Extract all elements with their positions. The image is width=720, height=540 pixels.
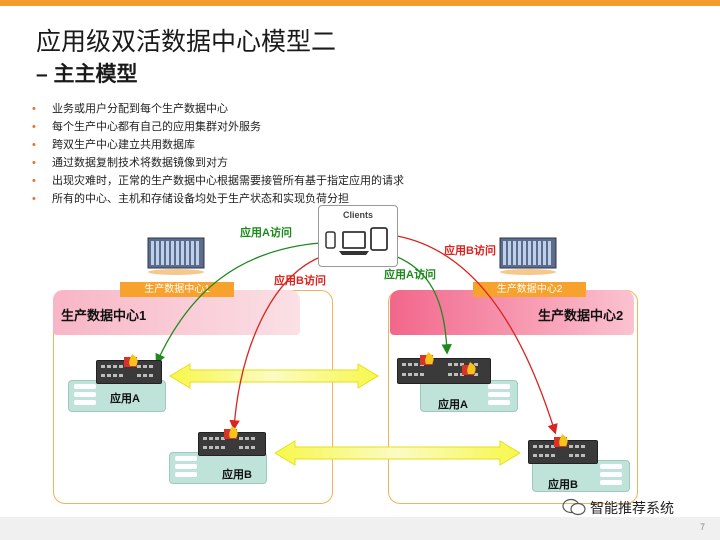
datacenter-1-title: 生产数据中心1 — [61, 308, 147, 323]
bullet-item: 业务或用户分配到每个生产数据中心 — [30, 100, 404, 118]
firewall-icon — [224, 426, 238, 439]
server-slot — [175, 464, 197, 469]
server-slot — [488, 400, 510, 405]
server-slot — [488, 392, 510, 397]
firewall-icon — [554, 434, 568, 447]
client-devices-icon — [325, 227, 388, 255]
bullet-list: 业务或用户分配到每个生产数据中心 每个生产中心都有自己的应用集群对外服务 跨双生… — [30, 100, 404, 208]
server-slot — [175, 456, 197, 461]
bullet-item: 每个生产中心都有自己的应用集群对外服务 — [30, 118, 404, 136]
access-arrow-b-left — [229, 257, 319, 431]
top-accent-bar — [0, 0, 720, 6]
footer-bar — [0, 517, 720, 540]
access-label-a-left: 应用A访问 — [240, 227, 292, 239]
page-subtitle: – 主主模型 — [36, 63, 138, 86]
bullet-item: 所有的中心、主机和存储设备均处于生产状态和实现负荷分担 — [30, 190, 404, 208]
server-slot — [600, 464, 622, 469]
dc2-app-b-label: 应用B — [548, 479, 578, 491]
datacenter-1-tag-label: 生产数据中心1 — [144, 284, 210, 295]
access-arrow-a-left — [155, 242, 321, 365]
watermark-text: 智能推荐系统 — [590, 500, 674, 516]
firewall-icon — [124, 354, 138, 367]
replication-arrow-top — [169, 363, 379, 389]
dc2-app-a-label: 应用A — [438, 399, 468, 411]
datacenter-2-header — [390, 290, 634, 335]
datacenter-1-rack-icon — [147, 237, 205, 275]
page-title: 应用级双活数据中心模型二 — [36, 28, 337, 56]
chat-bubble-icon — [562, 498, 586, 516]
access-arrow-a-right — [394, 255, 452, 355]
datacenter-2-title: 生产数据中心2 — [538, 308, 624, 323]
access-arrow-b-right — [396, 235, 558, 435]
server-slot — [175, 472, 197, 477]
server-slot — [488, 384, 510, 389]
server-slot — [74, 384, 96, 389]
server-slot — [74, 392, 96, 397]
access-label-a-right: 应用A访问 — [384, 269, 436, 281]
bullet-item: 出现灾难时，正常的生产数据中心根据需要接管所有基于指定应用的请求 — [30, 172, 404, 190]
bullet-item: 跨双生产中心建立共用数据库 — [30, 136, 404, 154]
dc1-app-b-label: 应用B — [222, 469, 252, 481]
access-label-b-right: 应用B访问 — [444, 245, 496, 257]
firewall-icon — [462, 362, 476, 375]
datacenter-2-rack-icon — [499, 237, 557, 275]
server-slot — [600, 480, 622, 485]
datacenter-1-tag: 生产数据中心1 — [120, 282, 234, 297]
dc1-app-a-label: 应用A — [110, 393, 140, 405]
firewall-icon — [420, 352, 434, 365]
replication-arrow-bottom — [274, 440, 521, 466]
access-label-b-left: 应用B访问 — [274, 275, 326, 287]
server-slot — [600, 472, 622, 477]
server-slot — [74, 400, 96, 405]
clients-label: Clients — [342, 210, 373, 220]
datacenter-2-tag: 生产数据中心2 — [473, 282, 586, 297]
clients-box: Clients — [318, 205, 398, 267]
page-number: 7 — [700, 522, 706, 532]
datacenter-2-tag-label: 生产数据中心2 — [496, 284, 563, 295]
bullet-item: 通过数据复制技术将数据镜像到对方 — [30, 154, 404, 172]
